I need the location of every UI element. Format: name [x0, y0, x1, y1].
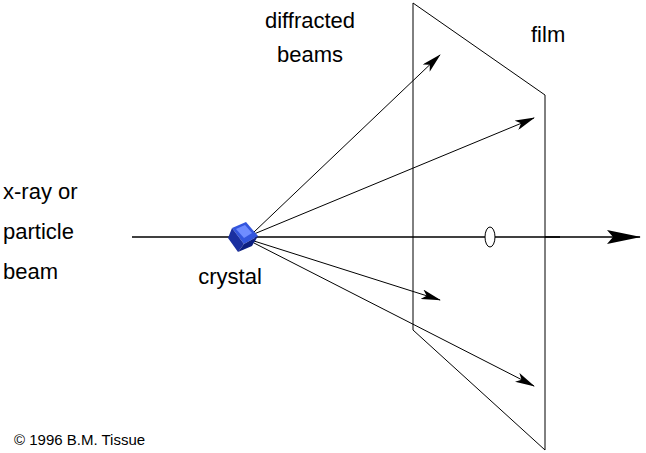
diffracted-beam — [254, 55, 440, 232]
beam-label: diffracted beams — [232, 4, 388, 72]
direct-beam-spot — [485, 227, 495, 247]
crystal-label: crystal — [180, 262, 280, 292]
incident-beam — [132, 236, 232, 238]
diffracted-beam — [254, 241, 440, 300]
crystal-cube — [228, 222, 258, 252]
transmitted-beam — [255, 236, 640, 238]
film-label: film — [531, 20, 611, 50]
film-plane — [413, 3, 545, 450]
transmitted-beam — [545, 236, 560, 238]
diffracted-beam — [254, 243, 534, 386]
copyright-note: © 1996 B.M. Tissue — [14, 430, 234, 450]
source-label: x-ray or particle beam — [3, 172, 129, 292]
diffracted-beam — [254, 118, 534, 234]
